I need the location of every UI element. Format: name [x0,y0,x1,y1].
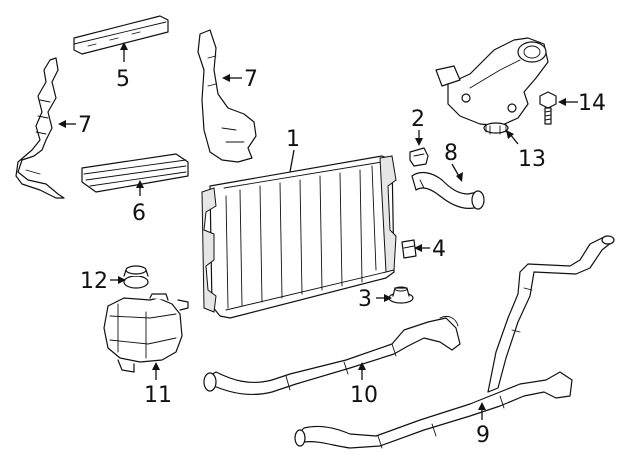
reservoir-cap-part[interactable] [123,265,149,289]
callout-labels: 5 6 7 7 1 2 4 3 8 9 10 11 12 13 14 [78,67,606,448]
callout-11: 11 [144,383,172,408]
callout-5: 5 [116,67,130,92]
callout-10: 10 [350,383,378,408]
radiator-part[interactable] [201,155,397,319]
callout-leaders [58,42,578,420]
callout-3: 3 [358,287,372,312]
callout-6: 6 [132,201,146,226]
left-air-deflector-part[interactable] [15,57,65,199]
lower-air-seal-part[interactable] [81,153,189,193]
callout-7-center: 7 [244,67,258,92]
callout-1: 1 [286,127,300,152]
bracket-part[interactable] [401,239,417,259]
thermostat-housing-part[interactable] [435,37,549,135]
callout-4: 4 [432,237,446,262]
callout-8: 8 [444,141,458,166]
callout-12: 12 [80,269,108,294]
bolt-part[interactable] [539,91,557,125]
short-hose-part[interactable] [411,171,485,210]
callout-7-left: 7 [78,113,92,138]
callout-2: 2 [411,107,425,132]
center-air-deflector-part[interactable] [197,29,257,163]
callout-13: 13 [518,147,546,172]
upper-air-seal-part[interactable] [73,15,169,55]
clip-part[interactable] [409,147,429,167]
coolant-reservoir-part[interactable] [103,293,189,373]
grommet-part[interactable] [388,286,414,304]
callout-14: 14 [578,91,606,116]
lower-hose-part[interactable] [203,315,461,396]
callout-9: 9 [476,423,490,448]
long-hose-part[interactable] [294,235,615,449]
